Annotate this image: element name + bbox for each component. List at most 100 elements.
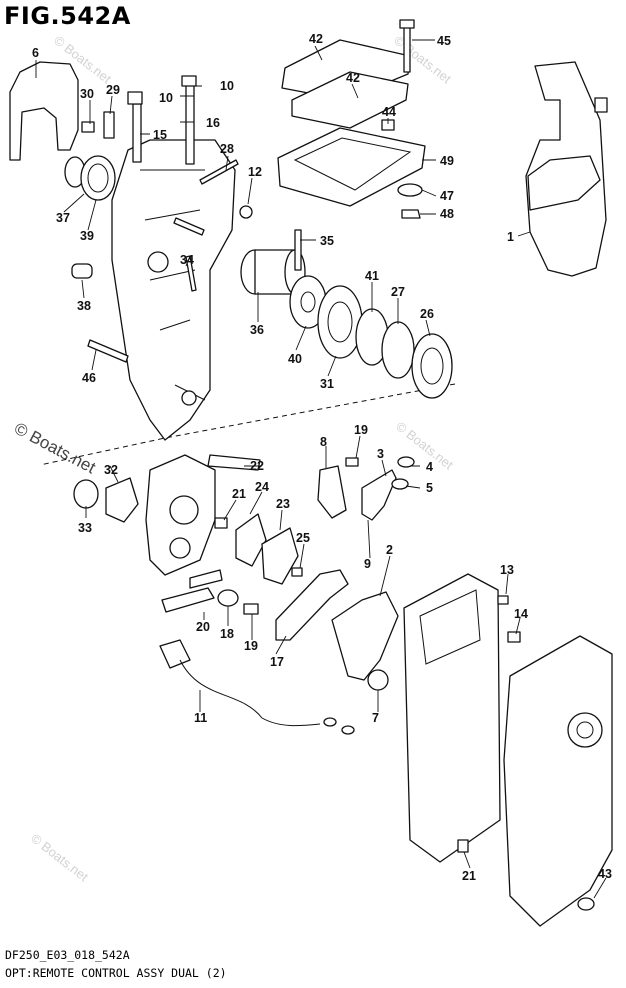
part-13-screw: [497, 595, 509, 605]
part-8-bracket: [317, 465, 347, 519]
part-45-screw: [403, 25, 411, 73]
part-26-bushing: [411, 333, 453, 399]
leader-lines: [35, 39, 607, 899]
part-48-nut: [401, 209, 421, 219]
callout-23: 23: [276, 497, 290, 511]
lower-housing-body: [503, 635, 613, 927]
callout-47: 47: [440, 189, 454, 203]
callout-38: 38: [77, 299, 91, 313]
callout-46: 46: [82, 371, 96, 385]
callout-9: 9: [364, 557, 371, 571]
callout-37: 37: [56, 211, 70, 225]
watermark-bottom-left: © Boats.net: [28, 831, 91, 885]
part-4-clip: [397, 456, 415, 468]
part-11-switch: [159, 639, 191, 669]
part-33-ring: [73, 479, 99, 509]
callout-21-upper: 21: [232, 487, 246, 501]
part-31-ring: [317, 285, 363, 359]
part-9-shaft: [361, 469, 397, 521]
callout-11: 11: [194, 711, 207, 725]
part-17-arm: [275, 569, 349, 641]
callout-labels: 6 30 29 15 10 16 10 28 12 42 45 42 44 49…: [32, 32, 612, 883]
figure-title: FIG.542A: [4, 2, 131, 30]
part-42-frame-lower: [291, 71, 409, 129]
housing-body-upper: [111, 139, 236, 441]
callout-15: 15: [153, 128, 167, 142]
callout-13: 13: [500, 563, 514, 577]
footer-code: DF250_E03_018_542A: [5, 948, 130, 962]
callout-36: 36: [250, 323, 264, 337]
part-29-plate: [103, 111, 115, 139]
part-21-screw-a: [214, 517, 228, 529]
callout-18: 18: [220, 627, 234, 641]
part-2-cover-plate: [331, 591, 399, 681]
part-43-nut: [577, 897, 595, 911]
part-34-pins: [173, 217, 205, 292]
part-47-washer: [397, 183, 423, 197]
part-5-washer: [391, 478, 409, 490]
callout-26: 26: [420, 307, 434, 321]
part-20a-bracket: [189, 569, 223, 589]
callout-8: 8: [320, 435, 327, 449]
callout-39: 39: [80, 229, 94, 243]
part-6-bracket: [9, 61, 79, 161]
lower-gear: [567, 712, 603, 748]
part-35-pin: [294, 229, 302, 271]
callout-2: 2: [386, 543, 393, 557]
part-28-pin: [199, 159, 239, 185]
callout-28: 28: [220, 142, 234, 156]
part-25-screw: [291, 567, 303, 577]
callout-35: 35: [320, 234, 334, 248]
callout-3: 3: [377, 447, 384, 461]
callout-7: 7: [372, 711, 379, 725]
callout-24: 24: [255, 480, 269, 494]
long-bolts: [127, 75, 197, 165]
callout-42-mid: 42: [346, 71, 360, 85]
callout-43: 43: [598, 867, 612, 881]
callout-31: 31: [320, 377, 334, 391]
callout-21-lower: 21: [462, 869, 476, 883]
callout-20: 20: [196, 620, 210, 634]
callout-10-right: 10: [220, 79, 234, 93]
part-24-plate: [235, 513, 267, 567]
part-27-ring: [381, 321, 415, 379]
part-38-cap: [71, 263, 93, 279]
callout-16: 16: [206, 116, 220, 130]
part-7-ring: [367, 669, 389, 691]
part-19-bolt-upper: [345, 457, 359, 467]
callout-19-lower: 19: [244, 639, 258, 653]
callout-44: 44: [382, 105, 396, 119]
callout-40: 40: [288, 352, 302, 366]
callout-14: 14: [514, 607, 528, 621]
callout-10-left: 10: [159, 91, 173, 105]
callout-34: 34: [180, 253, 194, 267]
part-19-bolt-lower: [243, 603, 259, 615]
callout-17: 17: [270, 655, 284, 669]
callout-49: 49: [440, 154, 454, 168]
part-30-screw: [81, 121, 95, 133]
callout-32: 32: [104, 463, 118, 477]
callout-25: 25: [296, 531, 310, 545]
part-20-lever: [161, 587, 215, 613]
cover-panel: [403, 573, 501, 863]
callout-22: 22: [250, 459, 264, 473]
callout-4: 4: [426, 460, 433, 474]
part-23-cam: [261, 527, 299, 585]
callout-42-top: 42: [309, 32, 323, 46]
group-separator-line: [39, 383, 456, 466]
callout-45: 45: [437, 34, 451, 48]
part-14-screw: [507, 631, 521, 643]
callout-6: 6: [32, 46, 39, 60]
part-18-washer: [217, 589, 239, 607]
footer-caption: OPT:REMOTE CONTROL ASSY DUAL (2): [5, 966, 227, 980]
callout-41: 41: [365, 269, 379, 283]
callout-29: 29: [106, 83, 120, 97]
callout-30: 30: [80, 87, 94, 101]
part-32-clip: [105, 477, 139, 523]
callout-27: 27: [391, 285, 405, 299]
part-46-bolt: [87, 339, 129, 363]
part-12-plug: [239, 205, 253, 219]
part-39-bushing: [80, 155, 116, 201]
callout-48: 48: [440, 207, 454, 221]
